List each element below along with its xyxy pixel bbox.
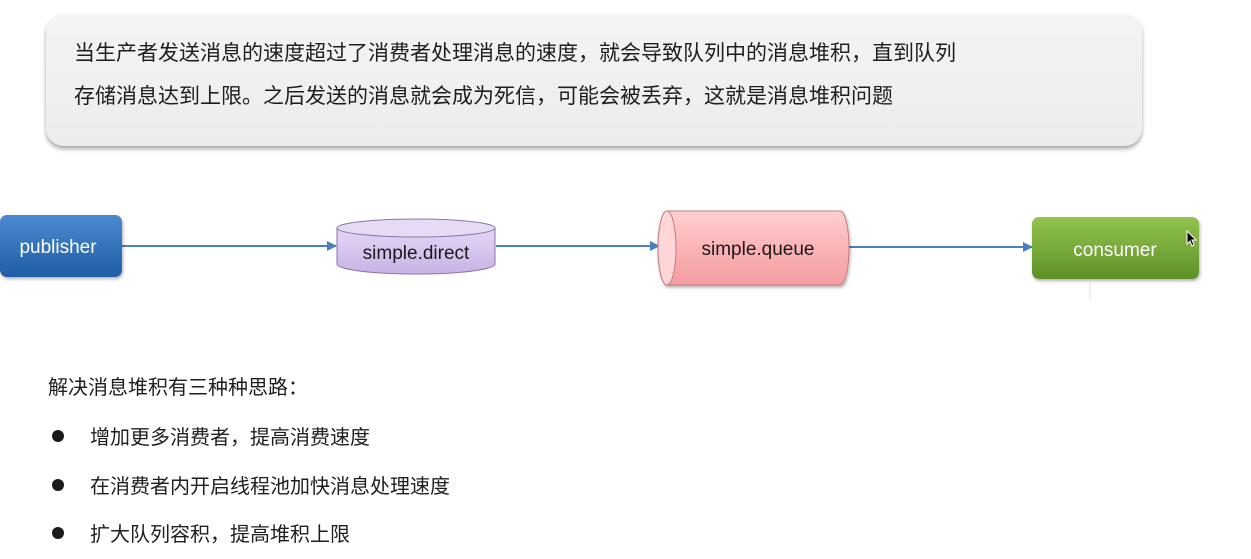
solution-item: 在消费者内开启线程池加快消息处理速度 bbox=[48, 472, 450, 500]
exchange-label: simple.direct bbox=[363, 243, 470, 264]
consumer-label: consumer bbox=[1073, 240, 1157, 261]
callout-line-1: 当生产者发送消息的速度超过了消费者处理消息的速度，就会导致队列中的消息堆积，直到… bbox=[74, 41, 956, 65]
solutions-title: 解决消息堆积有三种种思路： bbox=[48, 375, 308, 399]
consumer-node bbox=[1032, 217, 1199, 279]
queue-label: simple.queue bbox=[701, 239, 814, 260]
publisher-label: publisher bbox=[19, 237, 97, 258]
mouse-cursor-icon bbox=[1186, 230, 1198, 247]
exchange-node bbox=[336, 218, 496, 275]
callout-line-2: 存储消息达到上限。之后发送的消息就会成为死信，可能会被丢弃，这就是消息堆积问题 bbox=[74, 84, 893, 108]
bullet-icon bbox=[52, 430, 64, 442]
publisher-node bbox=[0, 215, 122, 277]
solution-item: 增加更多消费者，提高消费速度 bbox=[48, 423, 370, 451]
bullet-icon bbox=[52, 527, 64, 539]
problem-description-callout: 当生产者发送消息的速度超过了消费者处理消息的速度，就会导致队列中的消息堆积，直到… bbox=[46, 14, 1142, 146]
queue-node bbox=[657, 210, 850, 286]
solution-text: 扩大队列容积，提高堆积上限 bbox=[90, 522, 350, 546]
solution-text: 在消费者内开启线程池加快消息处理速度 bbox=[90, 474, 450, 498]
solution-item: 扩大队列容积，提高堆积上限 bbox=[48, 520, 350, 548]
solution-text: 增加更多消费者，提高消费速度 bbox=[90, 425, 370, 449]
bullet-icon bbox=[52, 479, 64, 491]
